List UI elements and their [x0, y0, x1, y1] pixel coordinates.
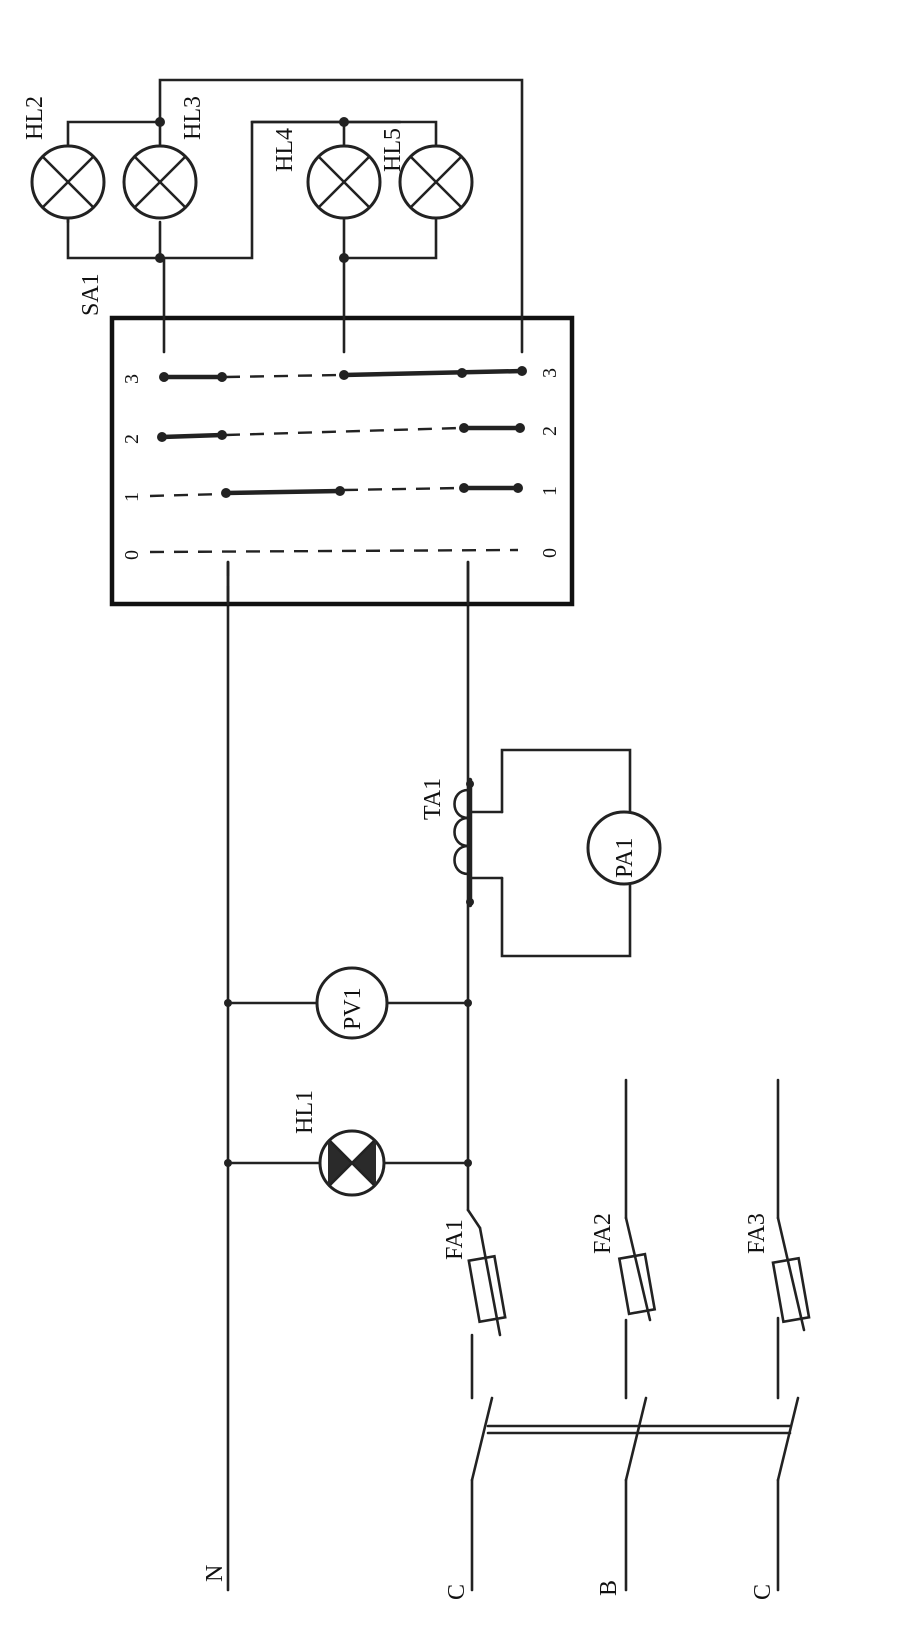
label-phase-n: N [202, 1565, 228, 1582]
pos2-contact-a [159, 432, 225, 440]
label-sa1: SA1 [78, 273, 104, 316]
ammeter-pa1-loop [500, 748, 662, 958]
switch-blade-2 [624, 1396, 648, 1482]
pos-left-1: 1 [121, 492, 143, 502]
lamp-hl5 [398, 144, 474, 220]
pos0-dashed [149, 548, 519, 554]
pos-left-0: 0 [121, 550, 143, 560]
lamp-group-hl4-hl5 [250, 117, 438, 263]
fuse-fa2 [617, 1078, 657, 1322]
pos1-dashed-left [149, 492, 223, 498]
current-transformer-ta1 [453, 777, 504, 908]
fuse-fa3 [771, 1078, 811, 1332]
lamp-hl1 [224, 1129, 472, 1197]
pos3-contact-b [341, 368, 525, 378]
fuse-fa1 [467, 1226, 507, 1337]
label-hl4: HL4 [272, 128, 298, 172]
switch-blade-3 [776, 1396, 800, 1482]
label-hl2: HL2 [22, 96, 48, 140]
pos3-dashed [225, 373, 341, 379]
label-phase-b: B [596, 1580, 622, 1596]
selector-switch-sa1 [109, 315, 575, 607]
label-phase-c1: C [444, 1584, 470, 1600]
voltmeter-pv1 [224, 966, 472, 1040]
lamp-hl3 [122, 144, 198, 220]
pos-right-2: 2 [539, 426, 561, 436]
pos2-dashed [225, 426, 461, 437]
switch-blade-1 [470, 1396, 494, 1482]
label-phase-c2: C [750, 1584, 776, 1600]
pos-right-0: 0 [539, 548, 561, 558]
pos-left-3: 3 [121, 374, 143, 384]
label-fa3: FA3 [744, 1213, 770, 1254]
phase-line-lower [466, 1208, 482, 1230]
label-hl1: HL1 [292, 1090, 318, 1134]
label-pv1: PV1 [340, 987, 366, 1030]
pos-right-1: 1 [539, 486, 561, 496]
lamp-hl4 [306, 144, 382, 220]
label-pa1: PA1 [612, 838, 638, 878]
label-fa1: FA1 [442, 1219, 468, 1260]
pos-right-3: 3 [539, 368, 561, 378]
pos1-contact-a [223, 488, 343, 496]
label-fa2: FA2 [590, 1213, 616, 1254]
pos1-dashed-mid [343, 486, 463, 492]
lamp-hl2 [30, 144, 106, 220]
out-feedback [158, 78, 524, 354]
label-ta1: TA1 [420, 778, 446, 820]
label-hl5: HL5 [380, 128, 406, 172]
label-hl3: HL3 [180, 96, 206, 140]
pos-left-2: 2 [121, 434, 143, 444]
